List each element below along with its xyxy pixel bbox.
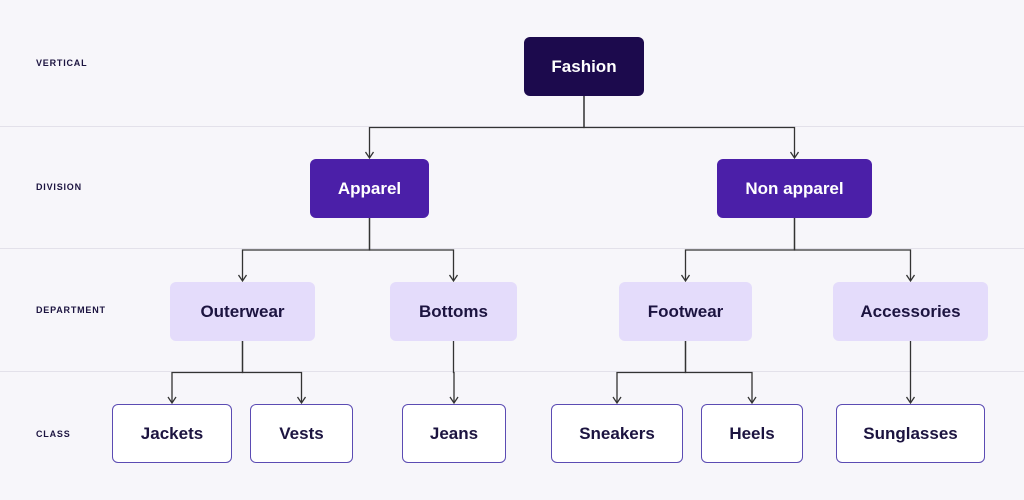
connector-footwear-sneakers xyxy=(616,341,687,402)
level-label-vertical: VERTICAL xyxy=(36,58,88,68)
row-divider xyxy=(0,371,1024,372)
level-label-division: DIVISION xyxy=(36,182,82,192)
node-heels: Heels xyxy=(701,404,803,463)
connector-non_apparel-footwear xyxy=(684,218,796,280)
arrowhead-sunglasses xyxy=(905,396,916,405)
level-label-class: CLASS xyxy=(36,429,71,439)
arrowhead-vests xyxy=(296,396,307,405)
arrowhead-bottoms xyxy=(448,274,459,283)
connector-outerwear-vests xyxy=(241,341,303,402)
arrowhead-jackets xyxy=(167,396,177,405)
arrowhead-non_apparel xyxy=(789,151,800,160)
arrowhead-sneakers xyxy=(612,396,622,405)
connector-apparel-bottoms xyxy=(368,218,455,280)
node-apparel: Apparel xyxy=(310,159,429,218)
node-accessories: Accessories xyxy=(833,282,988,341)
node-non-apparel: Non apparel xyxy=(717,159,872,218)
arrowhead-accessories xyxy=(905,274,916,283)
node-fashion: Fashion xyxy=(524,37,644,96)
node-bottoms: Bottoms xyxy=(390,282,517,341)
level-label-department: DEPARTMENT xyxy=(36,305,106,315)
connector-outerwear-jackets xyxy=(171,341,244,402)
node-vests: Vests xyxy=(250,404,353,463)
row-divider xyxy=(0,248,1024,249)
arrowhead-heels xyxy=(747,396,757,405)
arrowhead-jeans xyxy=(449,396,459,405)
arrowhead-apparel xyxy=(364,151,375,160)
connector-apparel-outerwear xyxy=(241,218,371,280)
node-sunglasses: Sunglasses xyxy=(836,404,985,463)
node-jeans: Jeans xyxy=(402,404,506,463)
node-jackets: Jackets xyxy=(112,404,232,463)
connector-fashion-non_apparel xyxy=(583,96,796,157)
node-sneakers: Sneakers xyxy=(551,404,683,463)
connector-bottoms-jeans xyxy=(452,341,455,402)
node-outerwear: Outerwear xyxy=(170,282,315,341)
arrowhead-footwear xyxy=(680,274,691,283)
connector-footwear-heels xyxy=(684,341,753,402)
row-divider xyxy=(0,126,1024,127)
connector-non_apparel-accessories xyxy=(793,218,912,280)
arrowhead-outerwear xyxy=(237,274,248,283)
node-footwear: Footwear xyxy=(619,282,752,341)
connector-fashion-apparel xyxy=(368,96,585,157)
